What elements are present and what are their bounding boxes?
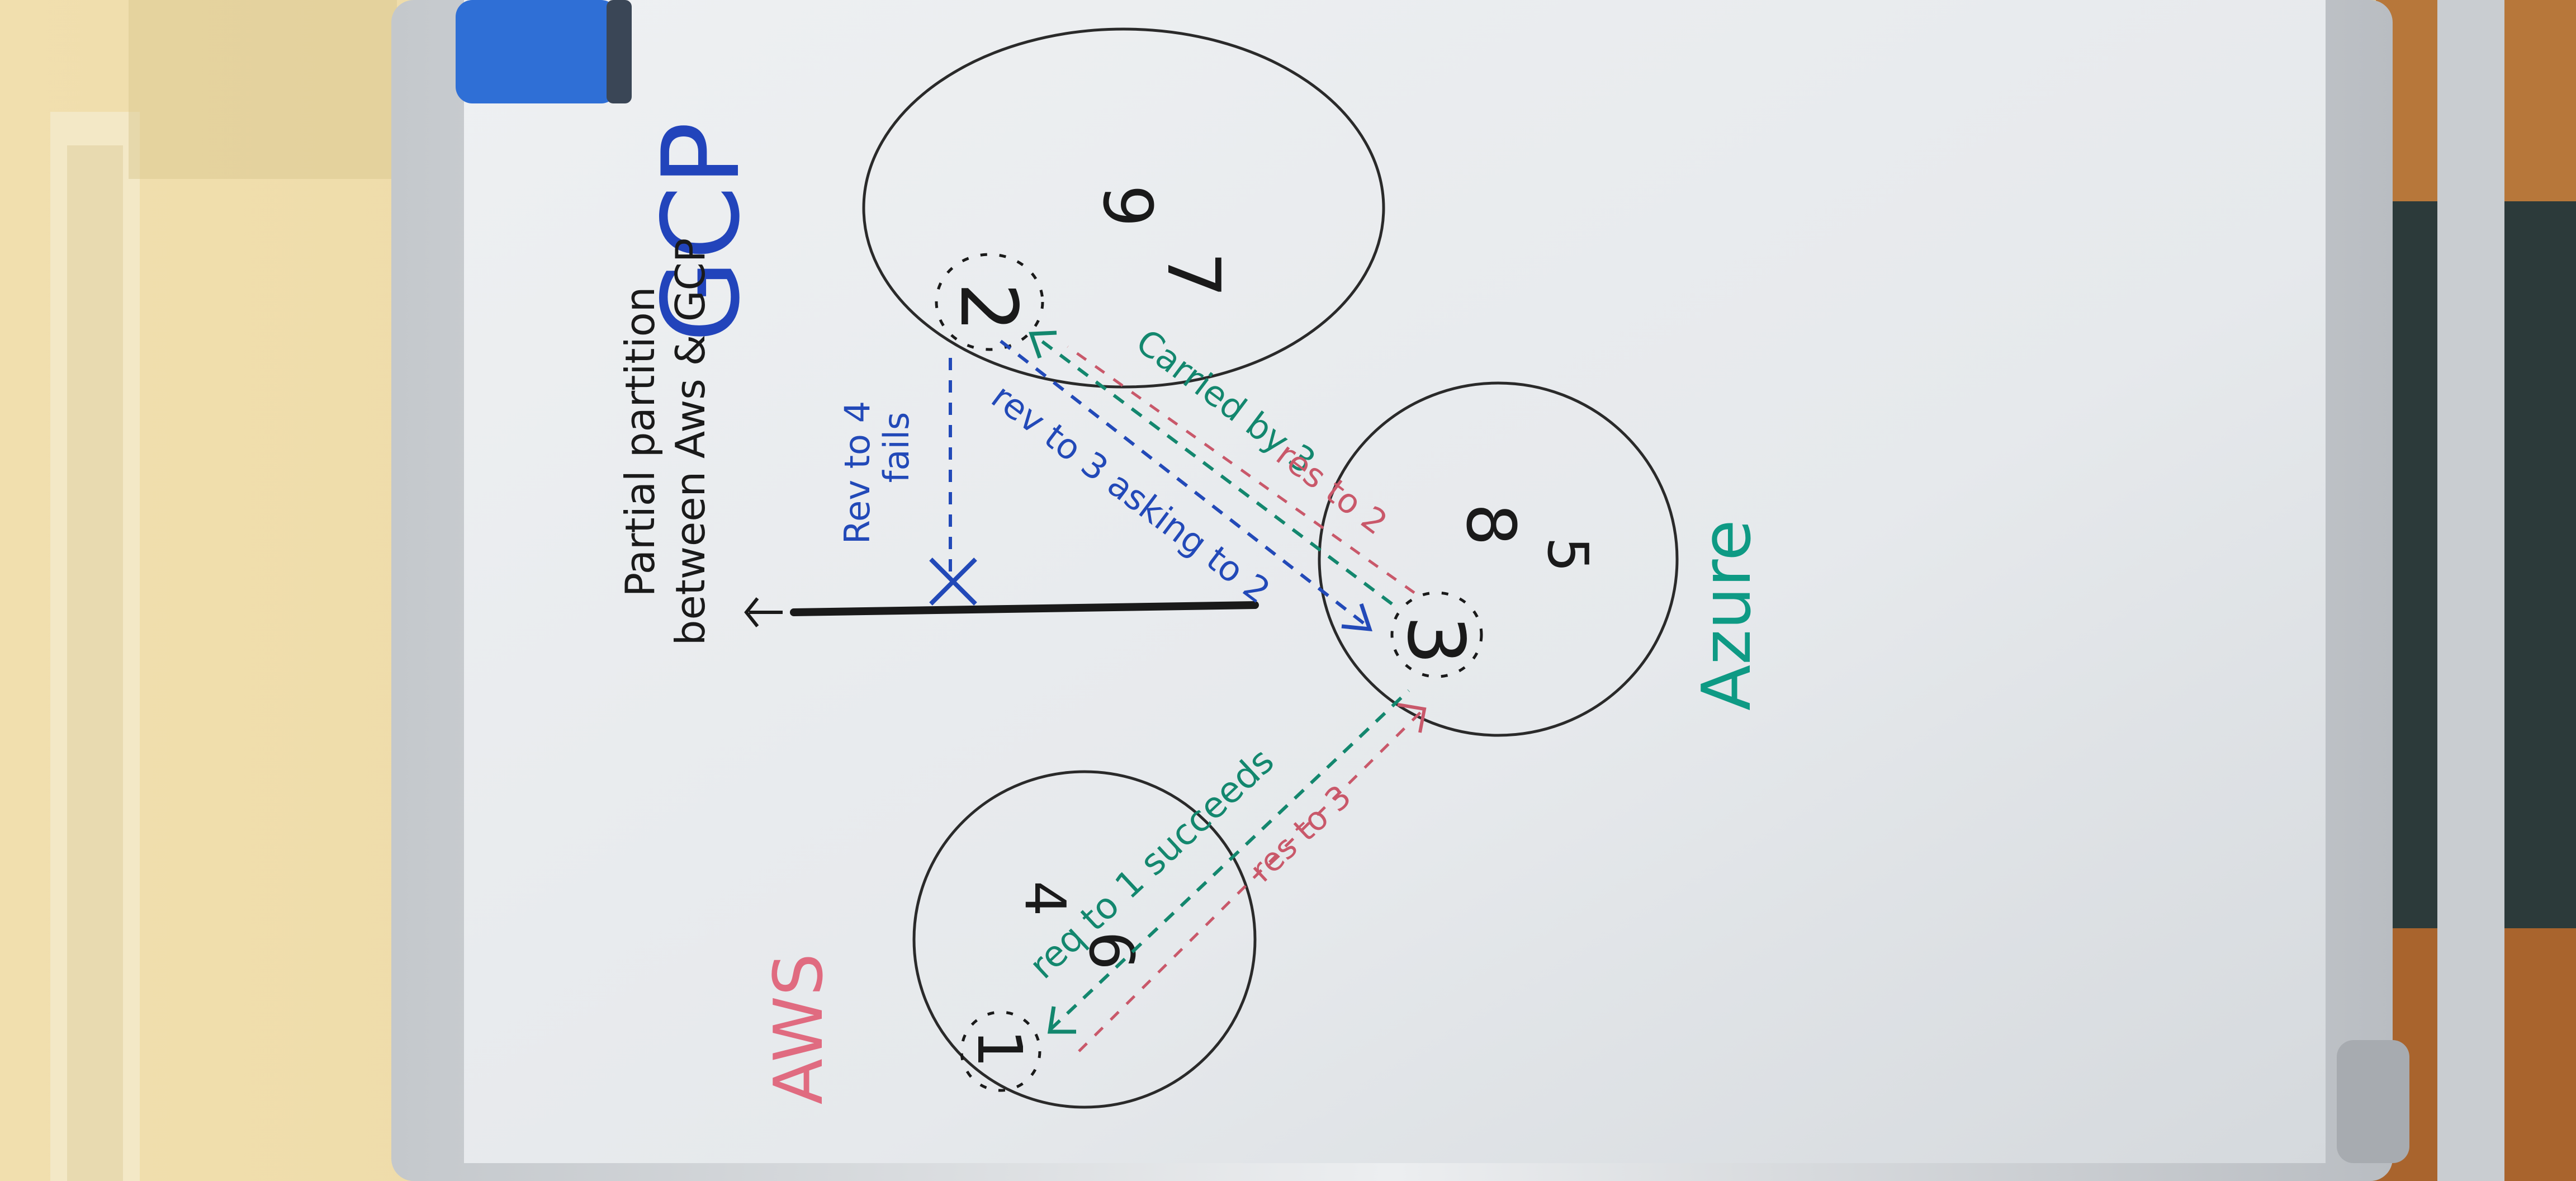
partition-line bbox=[790, 601, 1259, 616]
door-frame-inner bbox=[67, 145, 123, 1181]
azure-circle bbox=[1318, 381, 1679, 737]
msg-red-bottom-arrowhead bbox=[1397, 703, 1427, 733]
aws-node-1: 1 bbox=[964, 1029, 1035, 1068]
board-clip bbox=[2337, 1040, 2409, 1163]
whiteboard-surface bbox=[464, 0, 2326, 1163]
azure-node-3-dashed-ring bbox=[1390, 591, 1483, 678]
gcp-node-2-dashed-ring bbox=[935, 253, 1044, 351]
msg-blue-short-label2: fails bbox=[876, 412, 917, 483]
aws-circle bbox=[912, 770, 1257, 1109]
msg-green-top-arrowhead bbox=[1029, 330, 1057, 359]
azure-node-5: 5 bbox=[1535, 537, 1600, 573]
aws-node-4: 4 bbox=[1012, 881, 1078, 917]
eraser bbox=[456, 0, 618, 103]
azure-node-3: 3 bbox=[1390, 615, 1481, 665]
gcp-node-2: 2 bbox=[943, 282, 1034, 332]
partition-arrow-head bbox=[744, 597, 759, 627]
msg-green-top-line bbox=[1033, 334, 1393, 606]
msg-red-bottom-line bbox=[1078, 709, 1424, 1052]
easel-leg bbox=[2437, 0, 2504, 1181]
msg-blue-short-label1: Rev to 4 bbox=[837, 401, 878, 544]
msg-blue-long-line bbox=[1000, 339, 1365, 625]
eraser-felt bbox=[607, 0, 632, 103]
msg-blue-long-arrowhead bbox=[1341, 603, 1373, 632]
gcp-node-7: 7 bbox=[1151, 252, 1236, 298]
partition-note-line2: between Aws & GCP bbox=[667, 238, 714, 645]
gcp-circle bbox=[862, 27, 1385, 389]
ceiling-shadow bbox=[129, 0, 397, 179]
msg-blue-short-x bbox=[929, 558, 977, 606]
aws-node-1-dashed-ring bbox=[960, 1010, 1041, 1092]
msg-green-bottom-arrowhead bbox=[1047, 1006, 1076, 1034]
gcp-node-9: 9 bbox=[1088, 185, 1166, 227]
azure-label: Azure bbox=[1688, 519, 1766, 711]
msg-green-bottom-line bbox=[1049, 689, 1410, 1031]
msg-red-top-line bbox=[1067, 345, 1415, 594]
aws-label: AWS bbox=[760, 953, 838, 1104]
partition-note-line1: Partial partition bbox=[617, 287, 664, 597]
gcp-label: GCP bbox=[640, 122, 763, 342]
azure-node-8: 8 bbox=[1451, 503, 1529, 546]
